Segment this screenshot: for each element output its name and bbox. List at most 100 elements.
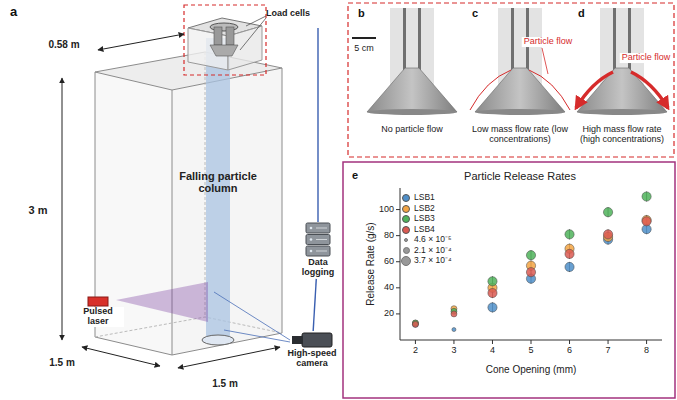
dimension-arrow: [178, 347, 280, 368]
panel-letter: a: [10, 5, 17, 19]
server-icon: [306, 235, 330, 245]
server-icon: [305, 222, 331, 258]
laser-sheet: [116, 282, 208, 322]
scatter-chart: [453, 340, 454, 344]
legend-label: LSB4: [414, 225, 435, 234]
legend-label: 2.1 × 10⁻⁴: [414, 246, 452, 255]
server-icon: [316, 228, 327, 229]
leader-line: [317, 28, 318, 222]
flow-label: Particle flow: [522, 37, 575, 47]
load-cell-housing: [214, 27, 222, 45]
camera-icon: [302, 333, 332, 347]
cone-view: [475, 68, 565, 112]
legend-swatch: [404, 238, 408, 242]
legend-label: 4.6 × 10⁻⁵: [414, 235, 451, 244]
load-cell-housing: [226, 27, 234, 45]
dimension-label: 1.5 m: [212, 378, 238, 389]
scatter-chart: [492, 340, 493, 344]
cone-view: [542, 48, 548, 74]
part-label: Load cells: [266, 9, 310, 19]
scatter-chart: [531, 340, 532, 344]
data-point: [565, 230, 574, 239]
dimension-label: 0.58 m: [48, 39, 79, 50]
data-point: [526, 251, 535, 260]
zoom-frame: [348, 3, 674, 157]
tick-label: 6: [567, 346, 572, 356]
legend-swatch: [402, 226, 410, 234]
cone-view: [577, 109, 667, 115]
tick-label: 2: [413, 346, 418, 356]
data-point: [565, 249, 574, 258]
flow-label: Particle flow: [620, 53, 673, 63]
cone-view: [403, 8, 406, 72]
legend-swatch: [401, 256, 411, 266]
panel-caption: No particle flow: [362, 125, 462, 135]
scatter-chart: [396, 235, 400, 236]
scatter-chart: [396, 209, 400, 210]
node-text: Data logging: [296, 258, 340, 278]
cone-view: [367, 8, 457, 115]
cone-view: [367, 109, 457, 115]
tick-label: 40: [384, 283, 394, 293]
signal-cable: [313, 279, 316, 331]
panel-frame: [343, 162, 675, 398]
particle-column: [202, 335, 234, 345]
dimension-arrow: [82, 347, 160, 366]
data-point: [488, 277, 497, 286]
axis-title: Release Rate (g/s): [365, 222, 376, 305]
scatter-chart: [646, 340, 647, 344]
axis-title: Cone Opening (mm): [486, 364, 577, 375]
data-point: [526, 268, 535, 277]
panel-caption: High mass flow rate (high concentrations…: [573, 125, 671, 145]
scatter-chart: [396, 261, 400, 262]
server-icon: [310, 227, 313, 230]
scatter-chart: [608, 340, 609, 344]
cone-view: [367, 68, 457, 112]
panel-letter: b: [358, 7, 365, 19]
scatter-chart: [396, 188, 662, 344]
cone-view: [511, 8, 514, 72]
cone-view: [577, 68, 667, 112]
column-label-box: Falling particle column: [168, 170, 268, 196]
laser-icon: [88, 297, 108, 306]
server-icon: [310, 250, 313, 253]
cone-view: [631, 72, 668, 108]
cone-view: [418, 8, 421, 72]
tick-label: 20: [384, 309, 394, 319]
leader-line: [240, 16, 318, 222]
data-point: [488, 303, 497, 312]
node-text: Falling particle column: [168, 170, 268, 194]
cone-view: [470, 8, 570, 115]
panel-caption: Low mass flow rate (low concentrations): [471, 125, 569, 145]
tick-label: 4: [490, 346, 495, 356]
leader-line: [240, 18, 266, 50]
panel-letter: d: [578, 7, 585, 19]
scale-bar: [352, 37, 376, 39]
tick-label: 3: [451, 346, 456, 356]
legend-swatch: [402, 215, 410, 223]
data-point: [642, 217, 651, 226]
legend-swatch: [402, 194, 410, 202]
camera-view: [214, 292, 290, 342]
legend-label: LSB1: [414, 193, 435, 202]
data-point: [412, 321, 418, 327]
cone-view: [613, 8, 616, 72]
scatter-chart: [569, 340, 570, 344]
scatter-chart: [396, 313, 400, 314]
load-cell-housing: [184, 5, 266, 75]
tick-label: 80: [384, 231, 394, 241]
scatter-chart: [415, 340, 416, 344]
data-point: [451, 311, 457, 317]
data-point: [603, 230, 612, 239]
scatter-chart: [396, 287, 400, 288]
dimension-arrow: [62, 78, 63, 340]
tick-label: 8: [644, 346, 649, 356]
laser-icon: [87, 296, 109, 307]
legend-label: LSB2: [414, 204, 435, 213]
server-icon: [306, 223, 330, 233]
data-point: [565, 262, 574, 271]
server-icon: [316, 239, 327, 240]
tick-label: 5: [528, 346, 533, 356]
camera-view: [224, 330, 290, 342]
